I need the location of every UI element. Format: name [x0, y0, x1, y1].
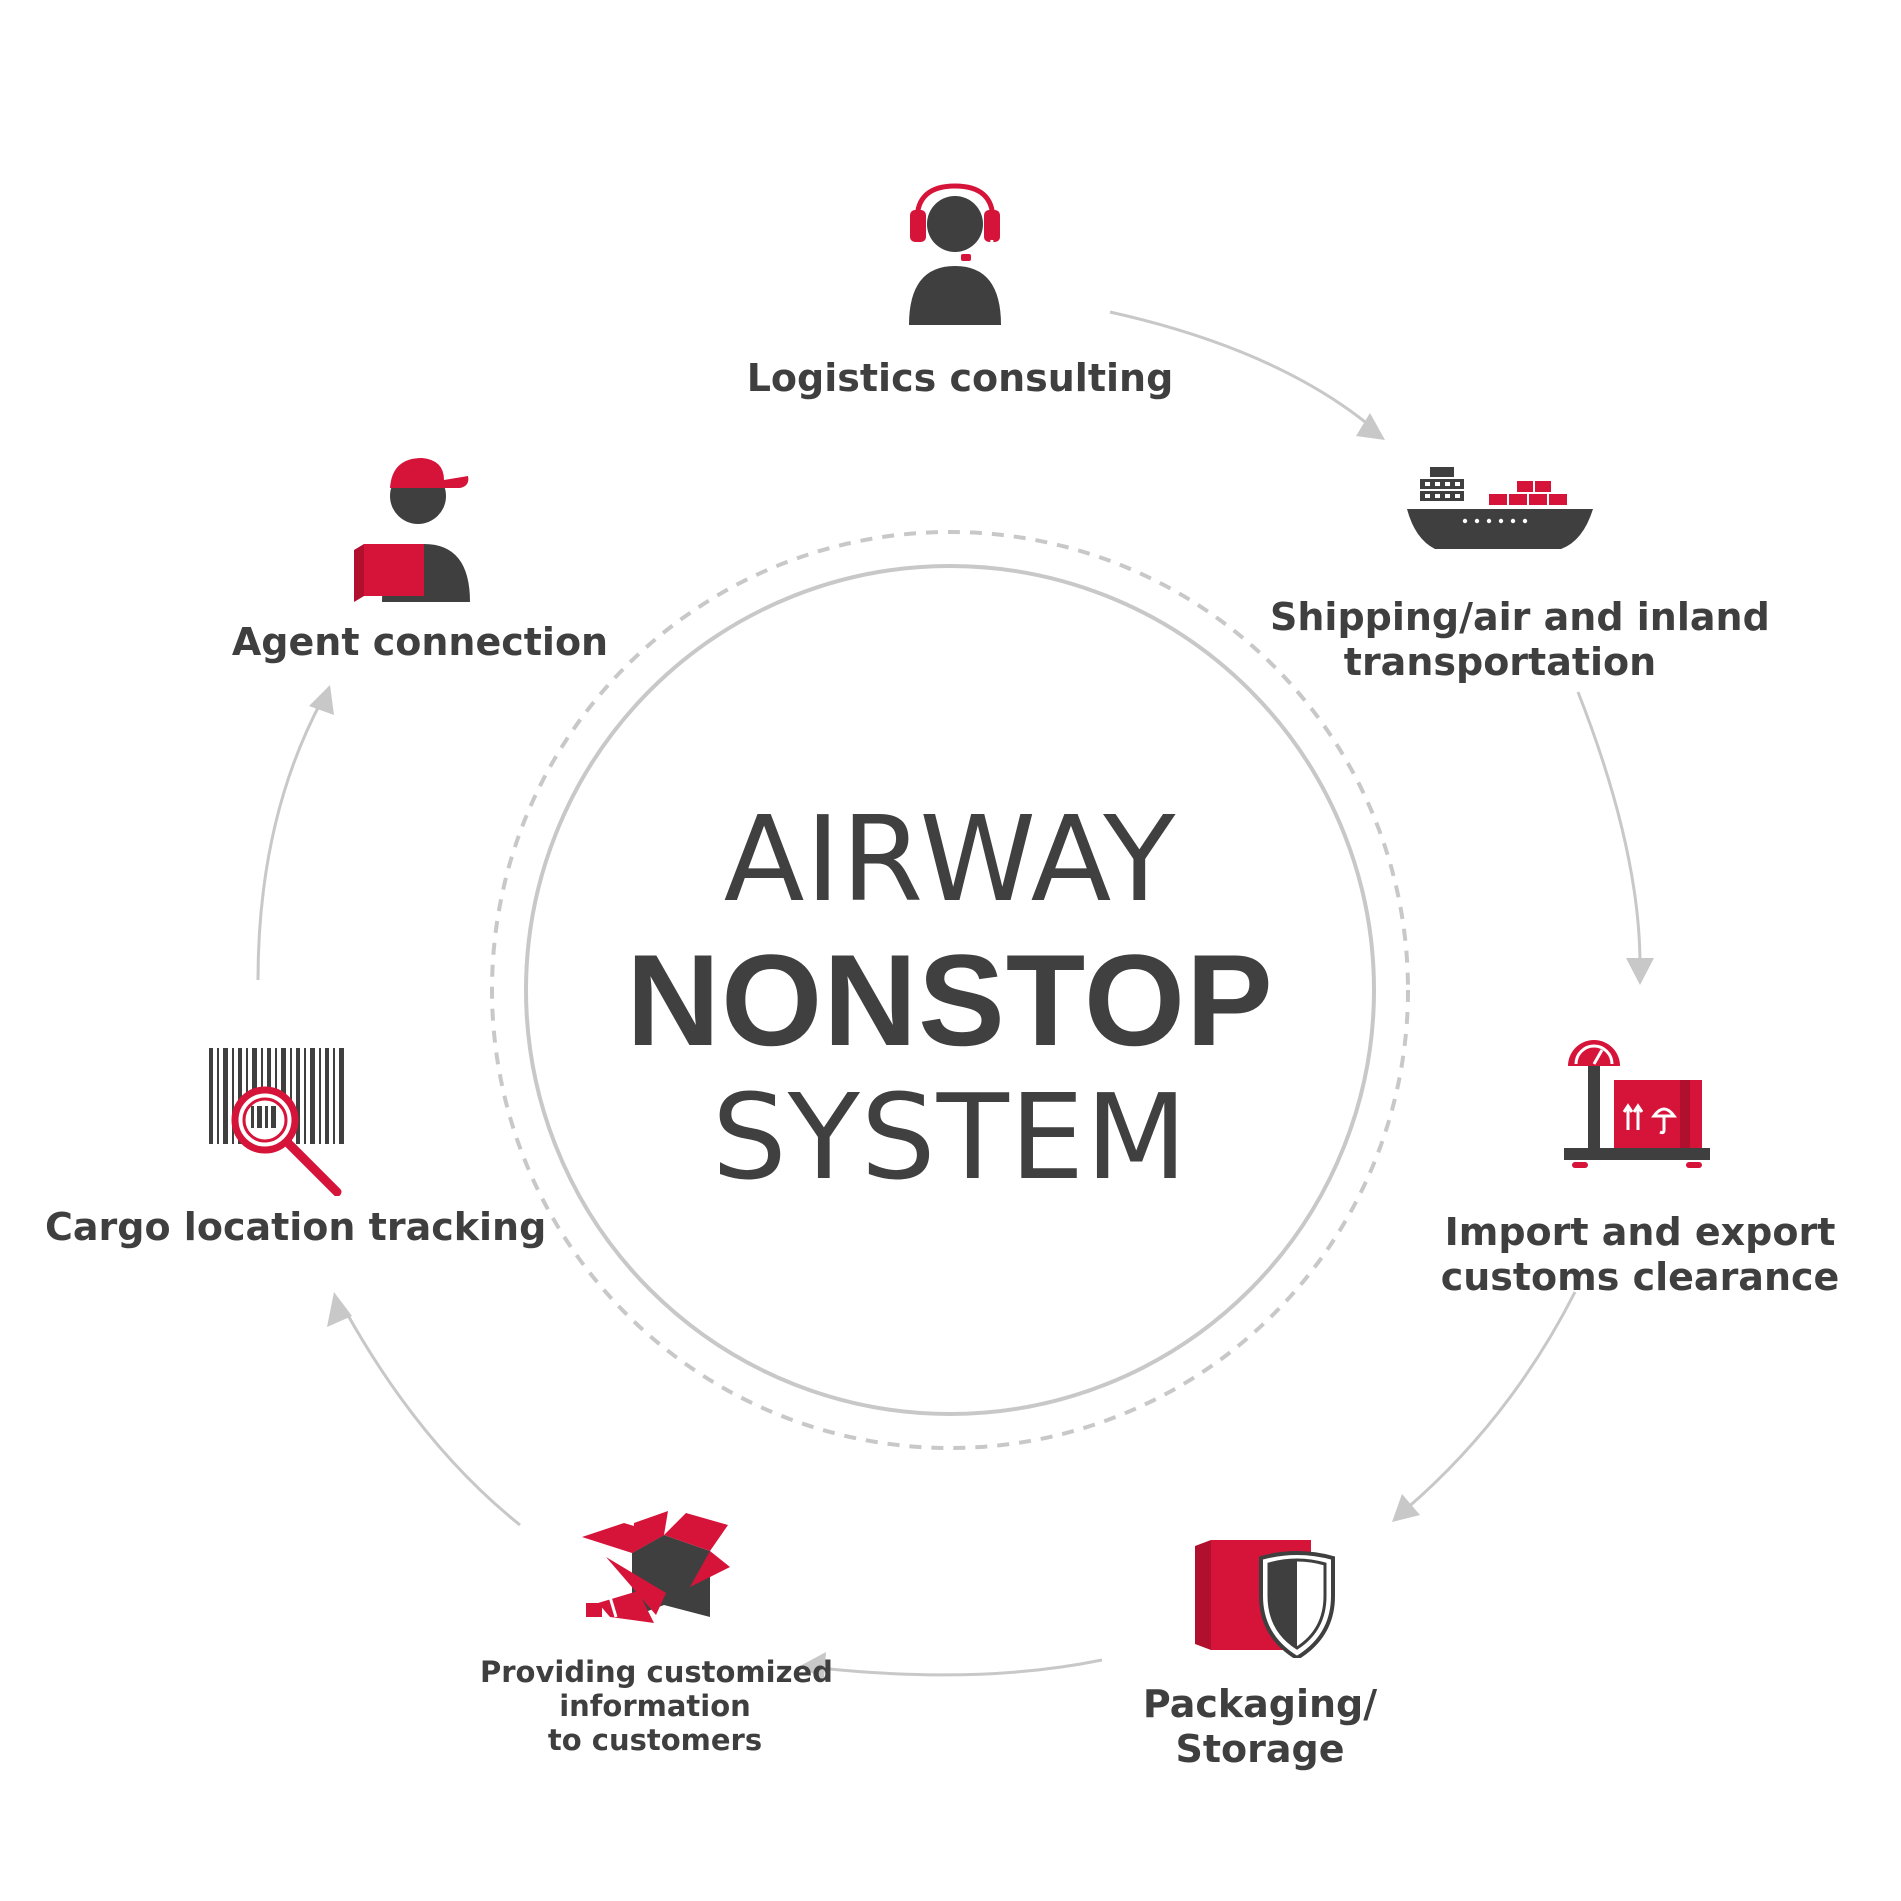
- arrowhead-customs: [1626, 958, 1654, 985]
- weighing-scale-icon: [1564, 1040, 1710, 1168]
- delivery-agent-icon: [354, 458, 470, 602]
- box-shield-icon: [1195, 1540, 1335, 1658]
- step-label-packaging-storage: Packaging/ Storage: [1100, 1682, 1420, 1772]
- step-label-line: transportation: [1343, 639, 1657, 684]
- step-label-line: Cargo location tracking: [45, 1205, 547, 1249]
- step-label-line: Shipping/air and inland: [1270, 595, 1770, 639]
- open-box-megaphone-icon: [582, 1511, 730, 1623]
- arrow-information-to-tracking: [343, 1309, 521, 1527]
- cycle-arrows: [256, 310, 1642, 1677]
- step-label-logistics-consulting: Logistics consulting: [740, 356, 1180, 401]
- step-label-shipping-transportation: Shipping/air and inland transportation: [1270, 595, 1770, 685]
- arrow-packaging-to-information: [819, 1658, 1103, 1677]
- arrow-tracking-to-agent: [256, 699, 324, 981]
- arrowhead-tracking: [327, 1292, 352, 1327]
- arrowhead-information: [800, 1652, 826, 1680]
- headset-operator-icon: [909, 183, 1001, 325]
- step-label-agent-connection: Agent connection: [200, 620, 640, 665]
- step-label-cargo-tracking: Cargo location tracking: [45, 1205, 547, 1250]
- step-label-line: Storage: [1175, 1726, 1345, 1771]
- title-line-nonstop: NONSTOP: [626, 927, 1274, 1073]
- step-label-line: customs clearance: [1440, 1254, 1840, 1299]
- step-label-line: Agent connection: [231, 620, 609, 664]
- step-label-customized-information: Providing customized information to cust…: [480, 1655, 833, 1758]
- title-line-airway: AIRWAY: [723, 790, 1177, 928]
- arrow-shipping-to-customs: [1576, 691, 1642, 966]
- solid-inner-ring: [524, 564, 1376, 1416]
- step-label-line: Logistics consulting: [746, 356, 1174, 400]
- step-label-line: to customers: [547, 1723, 763, 1758]
- step-label-line: Import and export: [1444, 1210, 1836, 1254]
- title-line-system: SYSTEM: [711, 1068, 1189, 1206]
- step-label-line: information: [559, 1689, 751, 1724]
- arrowhead-agent: [309, 685, 334, 715]
- cycle-arrowheads: [309, 413, 1654, 1680]
- cargo-ship-icon: [1407, 467, 1593, 549]
- step-label-customs-clearance: Import and export customs clearance: [1420, 1210, 1860, 1300]
- step-label-line: Providing customized: [480, 1655, 833, 1689]
- arrowhead-packaging: [1392, 1494, 1420, 1522]
- arrow-customs-to-packaging: [1404, 1291, 1577, 1512]
- step-label-line: Packaging/: [1142, 1682, 1378, 1726]
- arrow-consulting-to-shipping: [1109, 310, 1376, 432]
- arrowhead-shipping: [1356, 413, 1385, 440]
- dashed-outer-ring: [490, 530, 1410, 1450]
- barcode-magnifier-icon: [209, 1048, 344, 1196]
